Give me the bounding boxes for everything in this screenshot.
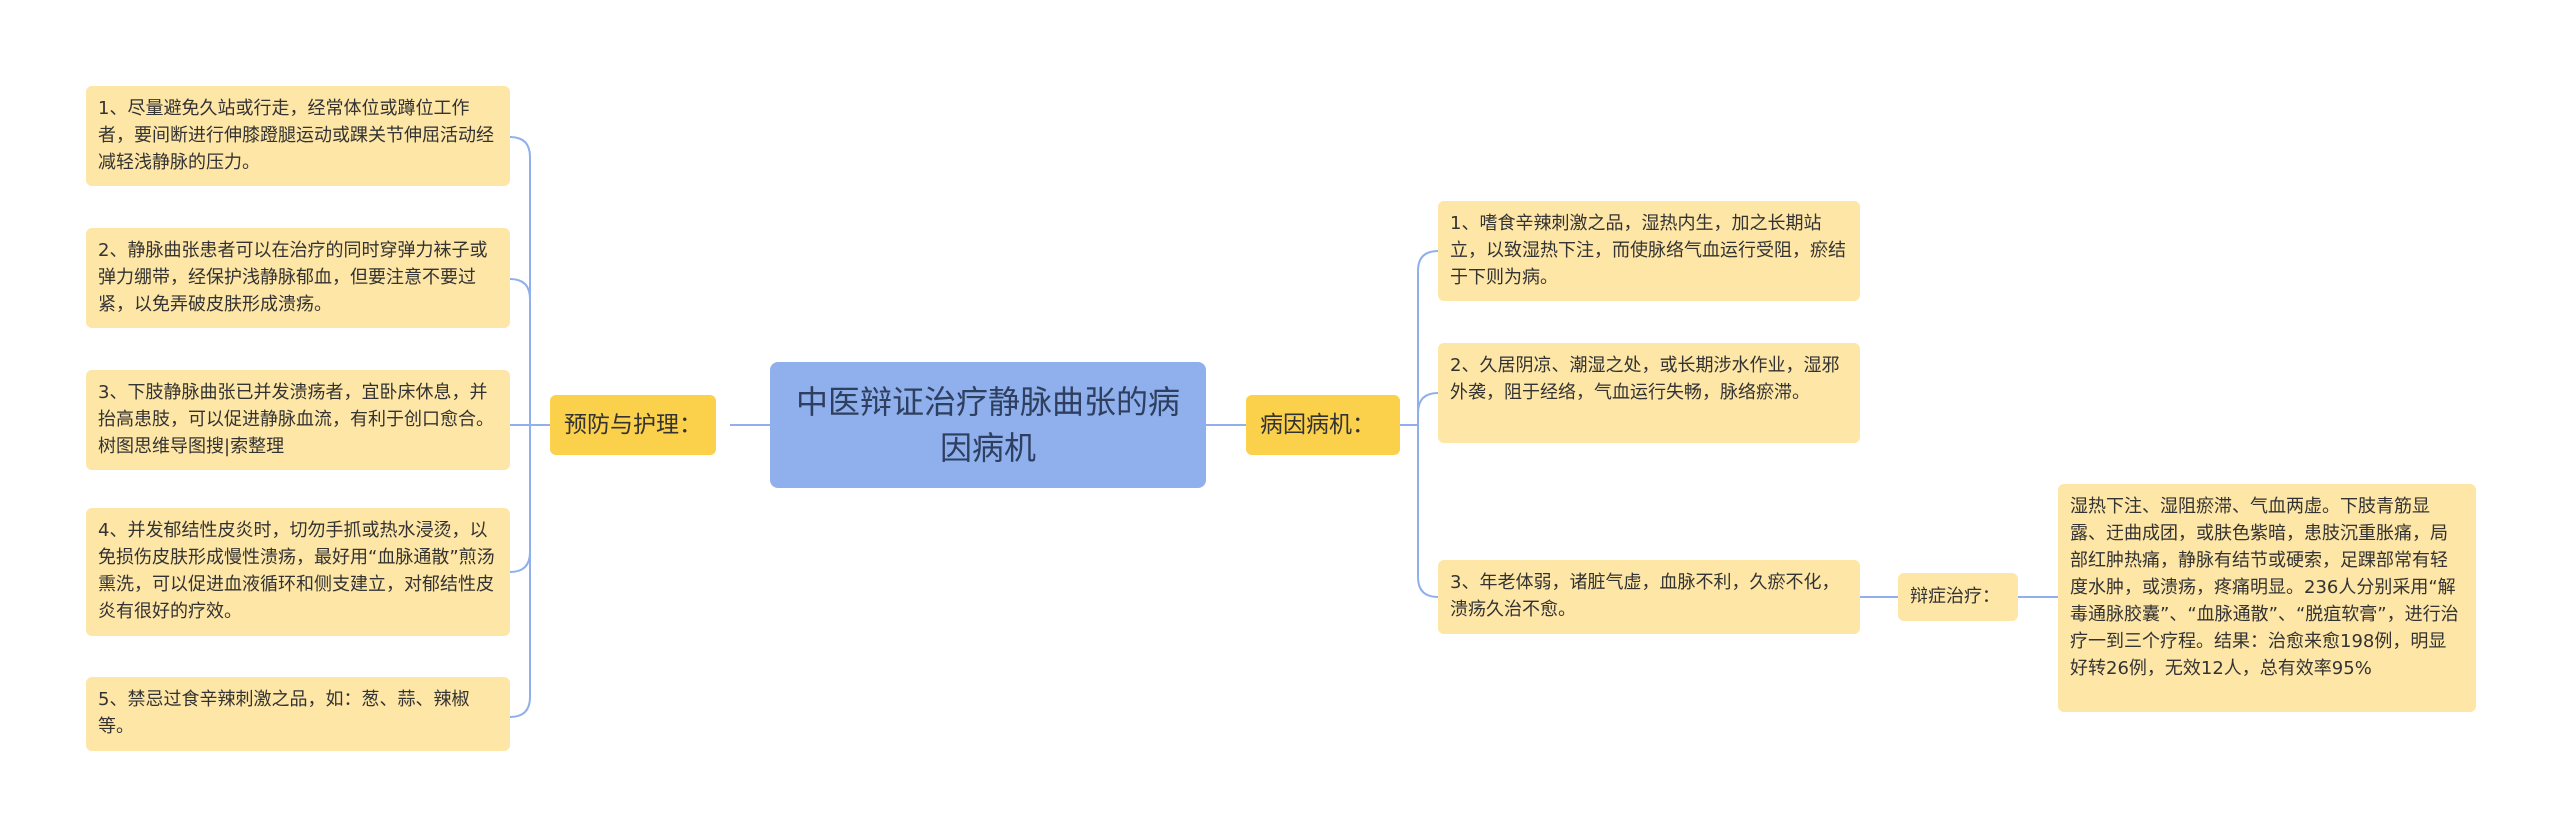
branch-etiology[interactable]: 病因病机： [1246,395,1400,455]
sub-branch-differentiation[interactable]: 辩症治疗： [1898,573,2018,621]
root-topic[interactable]: 中医辩证治疗静脉曲张的病因病机 [770,362,1206,488]
leaf-prevention-3[interactable]: 3、下肢静脉曲张已并发溃疡者，宜卧床休息，并抬高患肢，可以促进静脉血流，有利于创… [86,370,510,470]
leaf-differentiation-treatment[interactable]: 湿热下注、湿阻瘀滞、气血两虚。下肢青筋显露、迂曲成团，或肤色紫暗，患肢沉重胀痛，… [2058,484,2476,712]
leaf-prevention-5[interactable]: 5、禁忌过食辛辣刺激之品，如：葱、蒜、辣椒等。 [86,677,510,751]
leaf-prevention-4[interactable]: 4、并发郁结性皮炎时，切勿手抓或热水浸烫，以免损伤皮肤形成慢性溃疡，最好用“血脉… [86,508,510,636]
connector-left-1 [509,136,531,425]
connector-right-3 [1417,425,1439,598]
branch-etiology-label: 病因病机： [1260,412,1375,438]
leaf-etiology-1[interactable]: 1、嗜食辛辣刺激之品，湿热内生，加之长期站立，以致湿热下注，而使脉络气血运行受阻… [1438,201,1860,301]
leaf-prevention-2[interactable]: 2、静脉曲张患者可以在治疗的同时穿弹力袜子或弹力绷带，经保护浅静脉郁血，但要注意… [86,228,510,328]
connector-left-4 [509,425,531,573]
leaf-etiology-2[interactable]: 2、久居阴凉、潮湿之处，或长期涉水作业，湿邪外袭，阻于经络，气血运行失畅，脉络瘀… [1438,343,1860,443]
connector-left-5 [509,425,531,718]
branch-prevention-care[interactable]: 预防与护理： [550,395,716,455]
leaf-etiology-3[interactable]: 3、年老体弱，诸脏气虚，血脉不利，久瘀不化，溃疡久治不愈。 [1438,560,1860,634]
sub-branch-differentiation-label: 辩症治疗： [1910,586,2000,607]
leaf-prevention-1[interactable]: 1、尽量避免久站或行走，经常体位或蹲位工作者，要间断进行伸膝蹬腿运动或踝关节伸屈… [86,86,510,186]
connector-right-2 [1417,392,1439,425]
connector-left-2 [509,278,531,425]
root-topic-label: 中医辩证治疗静脉曲张的病因病机 [795,383,1180,467]
branch-prevention-care-label: 预防与护理： [564,412,702,438]
connector-right-1 [1417,250,1439,425]
